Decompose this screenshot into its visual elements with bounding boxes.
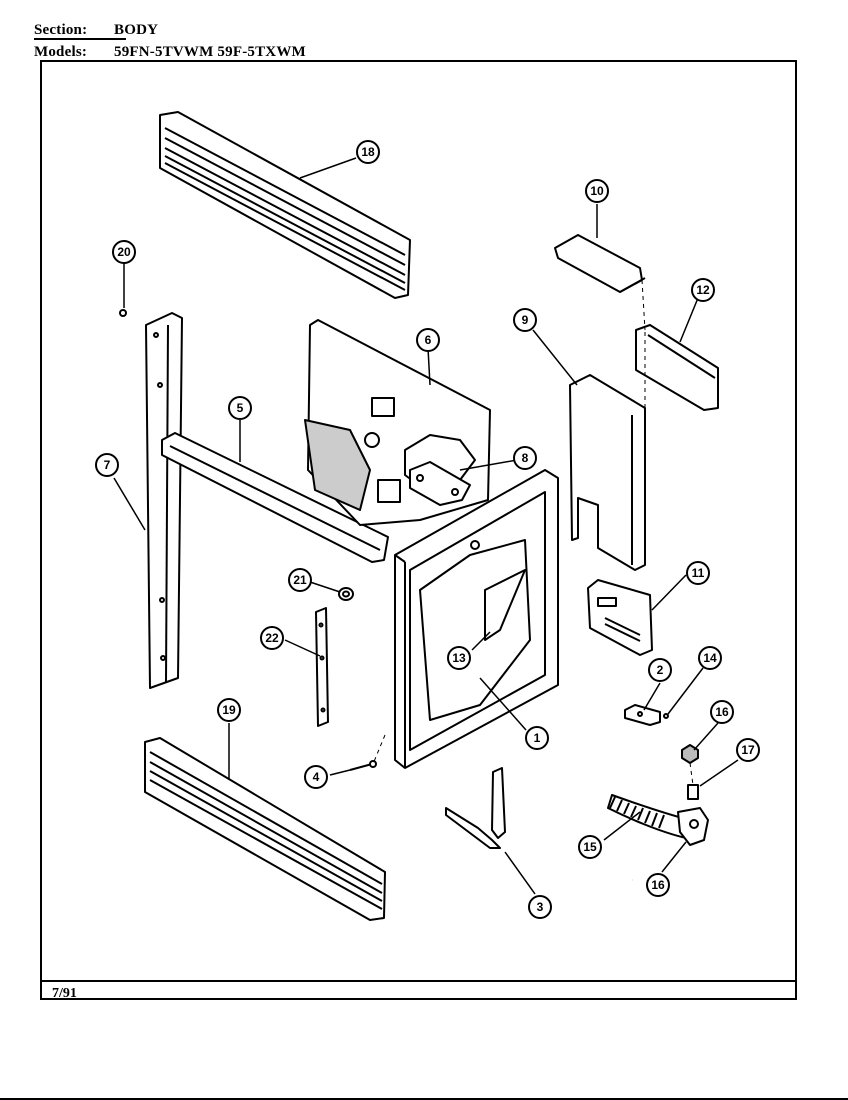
top-grille-part (159, 111, 411, 299)
strip-part (315, 607, 329, 727)
section-header: Section: BODY (34, 22, 158, 39)
callout-11-label: 11 (692, 566, 705, 580)
small-bracket-part (624, 704, 669, 726)
callout-13-label: 13 (452, 651, 466, 665)
callout-16b-label: 16 (651, 878, 665, 892)
callout-16a: 16 (710, 700, 734, 724)
callout-10: 10 (585, 179, 609, 203)
main-frame-part (394, 469, 559, 769)
label-plate-part (587, 579, 653, 656)
models-value: 59FN-5TVWM 59F-5TXWM (114, 44, 306, 60)
fitting-17-part (687, 784, 699, 800)
callout-11: 11 (686, 561, 710, 585)
top-cover-part (554, 234, 646, 293)
left-side-rail-part (145, 312, 183, 689)
assembly-guide-lines (372, 279, 694, 786)
bracket-part (409, 461, 471, 506)
callout-15: 15 (578, 835, 602, 859)
callout-17: 17 (736, 738, 760, 762)
callout-21: 21 (288, 568, 312, 592)
screw-part (349, 760, 377, 771)
callout-22: 22 (260, 626, 284, 650)
section-value: BODY (114, 22, 159, 38)
callout-5-label: 5 (237, 401, 244, 415)
callout-7: 7 (95, 453, 119, 477)
callout-12-label: 12 (696, 283, 710, 297)
channel-part (635, 324, 719, 411)
callout-10-label: 10 (590, 184, 604, 198)
callout-16a-label: 16 (715, 705, 729, 719)
callout-17-label: 17 (741, 743, 755, 757)
callout-1-label: 1 (534, 731, 541, 745)
callout-14: 14 (698, 646, 722, 670)
callout-2-label: 2 (657, 663, 664, 677)
callout-8-label: 8 (522, 451, 529, 465)
section-label: Section: (34, 22, 88, 38)
front-crossbar-part (161, 432, 389, 563)
callout-4: 4 (304, 765, 328, 789)
callout-19: 19 (217, 698, 241, 722)
small-screw-part (119, 309, 127, 317)
callout-22-label: 22 (265, 631, 279, 645)
models-header: Models: 59FN-5TVWM 59F-5TXWM (34, 44, 306, 61)
callout-4-label: 4 (313, 770, 320, 784)
diagram-frame (40, 60, 797, 1000)
bottom-grille-part (144, 737, 386, 921)
callout-6-label: 6 (425, 333, 432, 347)
callout-bubbles: 1 2 3 4 5 6 7 8 9 10 11 12 13 14 15 16 1… (95, 140, 760, 919)
callout-5: 5 (228, 396, 252, 420)
callout-18-label: 18 (361, 145, 375, 159)
callout-19-label: 19 (222, 703, 236, 717)
callout-18: 18 (356, 140, 380, 164)
plug-part (338, 587, 354, 601)
callout-6: 6 (416, 328, 440, 352)
callout-3: 3 (528, 895, 552, 919)
callout-3-label: 3 (537, 900, 544, 914)
callout-9: 9 (513, 308, 537, 332)
callout-8: 8 (513, 446, 537, 470)
callout-2: 2 (648, 658, 672, 682)
callout-1: 1 (525, 726, 549, 750)
page-bottom-rule (0, 1098, 848, 1100)
callout-14-label: 14 (703, 651, 717, 665)
callout-15-label: 15 (583, 840, 597, 854)
footer-divider (40, 980, 797, 982)
elbow-fitting-part (677, 807, 709, 846)
callout-16b: 16 (646, 873, 670, 897)
callout-21-label: 21 (293, 573, 307, 587)
leader-lines (113, 157, 739, 895)
callout-20: 20 (112, 240, 136, 264)
callout-12: 12 (691, 278, 715, 302)
callout-9-label: 9 (522, 313, 529, 327)
callout-13: 13 (447, 646, 471, 670)
callout-20-label: 20 (117, 245, 131, 259)
models-label: Models: (34, 44, 88, 60)
hinge-part (445, 767, 506, 849)
side-panel-part (569, 374, 646, 571)
header-underline (34, 38, 126, 40)
revision-date: 7/91 (52, 986, 77, 1001)
callout-7-label: 7 (104, 458, 111, 472)
